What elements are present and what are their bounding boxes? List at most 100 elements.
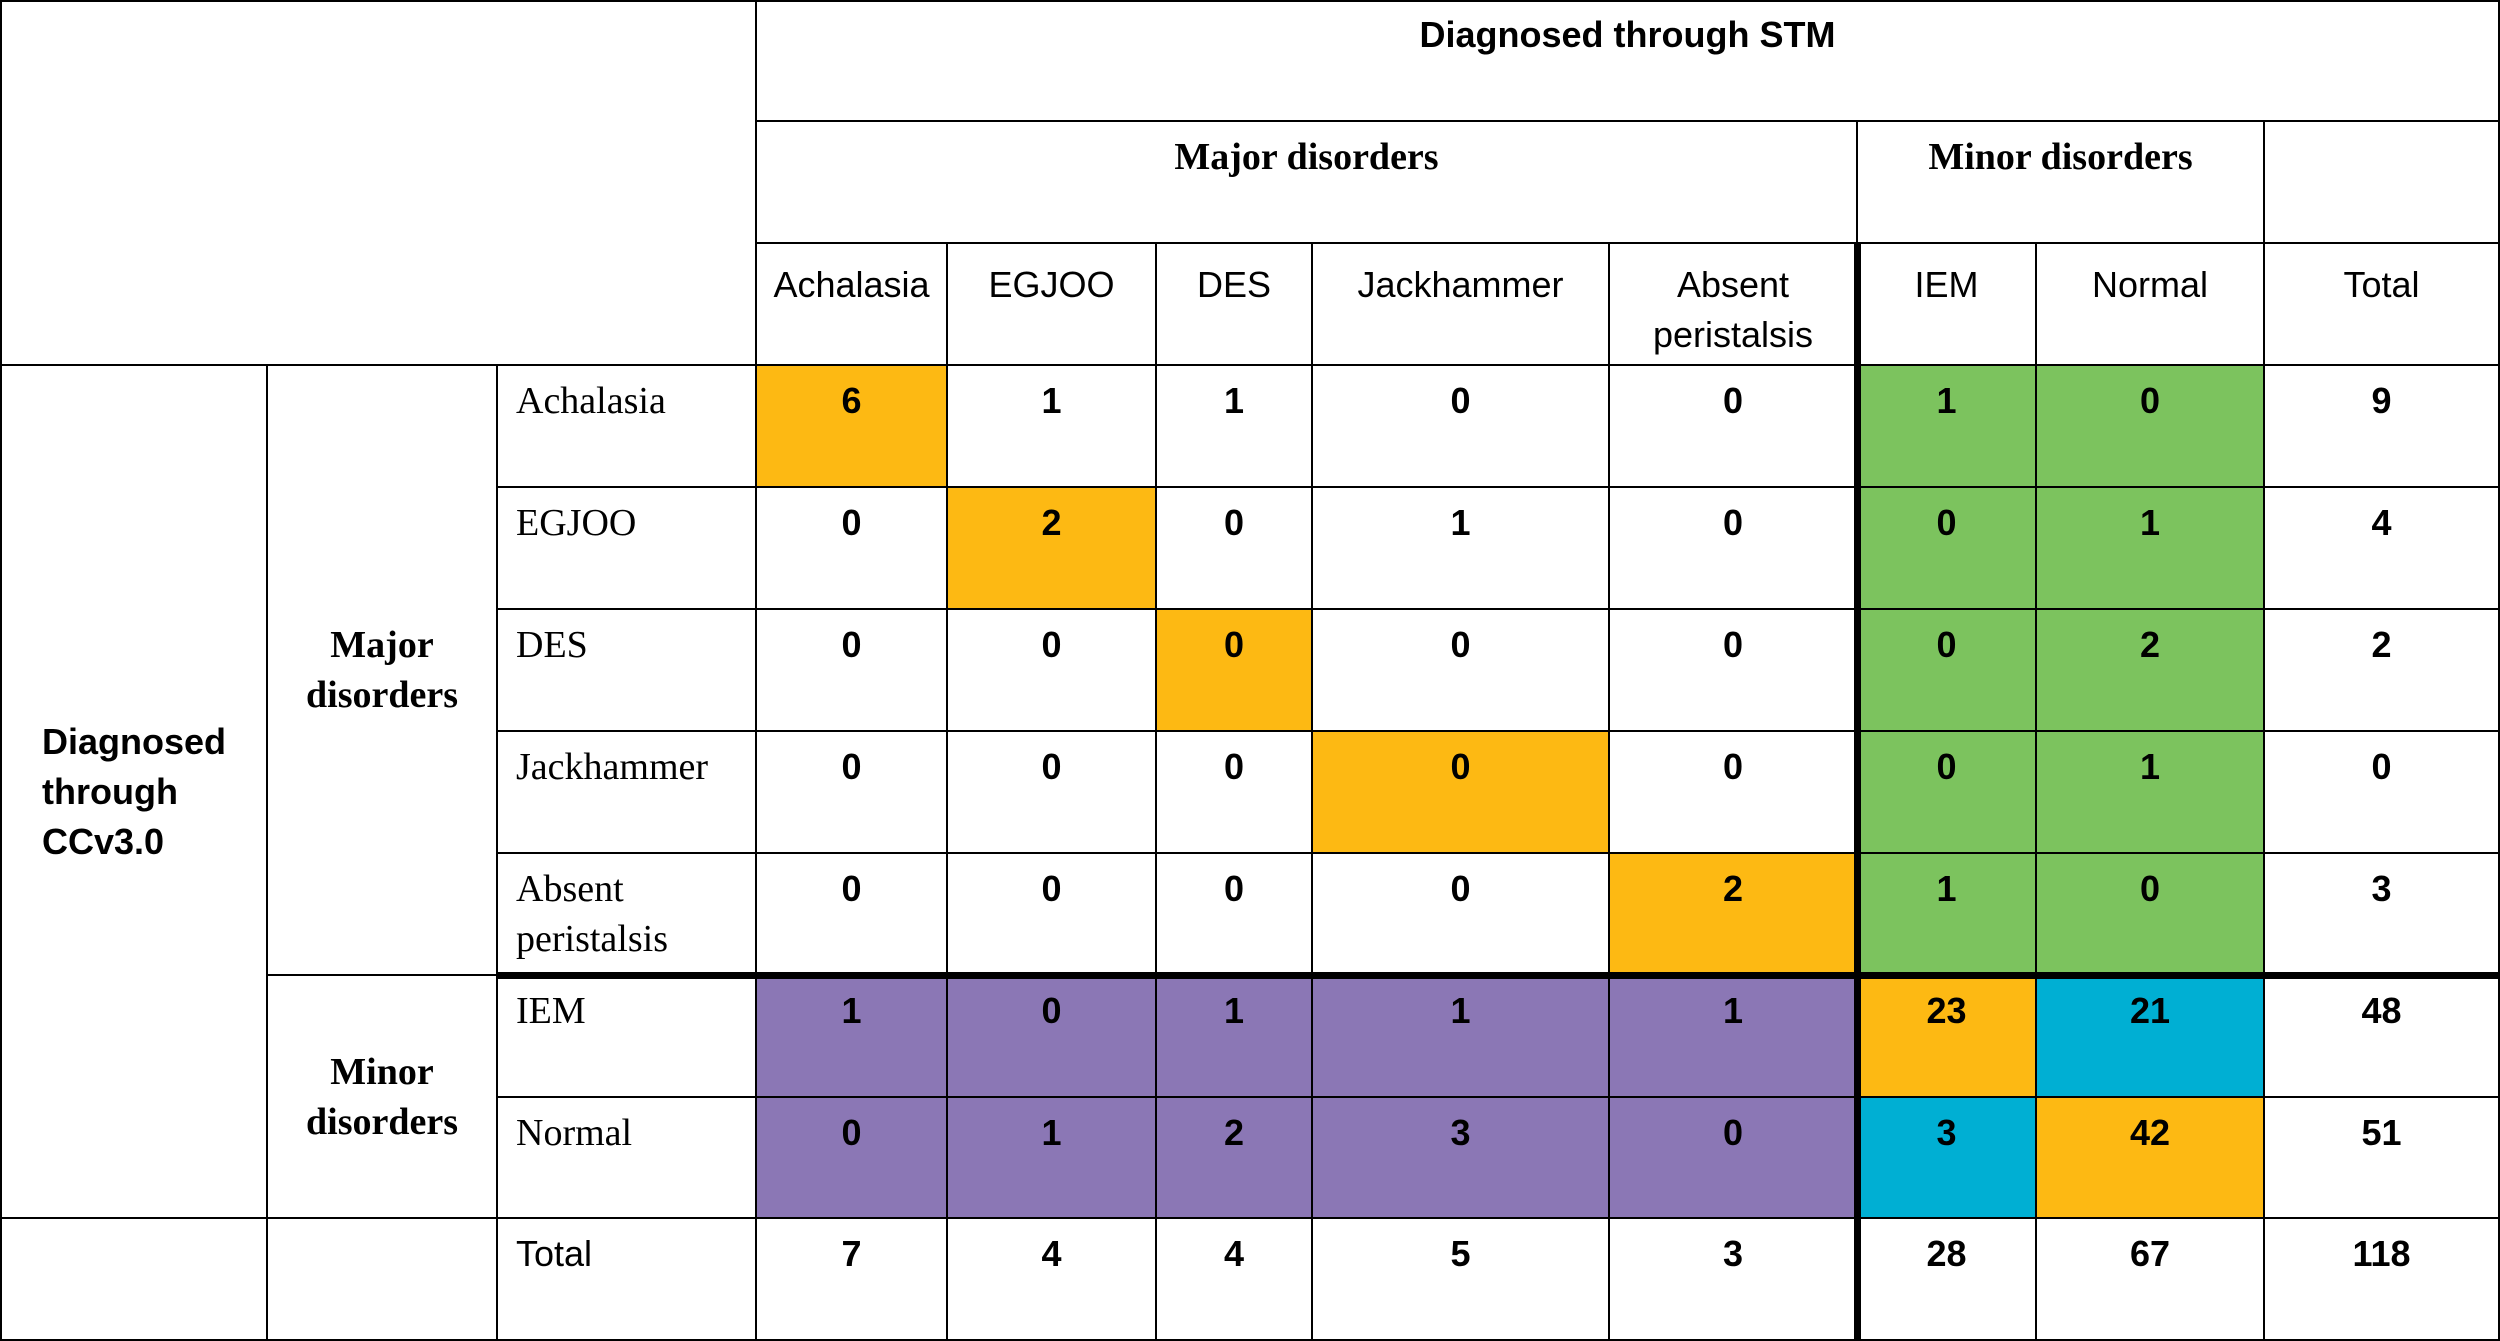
- data-cell-r5-c0-text: 1: [841, 990, 862, 1031]
- data-cell-r7-c1-text: 4: [1041, 1233, 1062, 1274]
- data-cell-r2-c2: 0: [1157, 610, 1313, 732]
- data-cell-r1-c2: 0: [1157, 488, 1313, 610]
- col-header-3-text: Jackhammer: [1357, 264, 1564, 305]
- data-cell-r7-c7-text: 118: [2352, 1233, 2411, 1274]
- data-cell-r1-c7-text: 4: [2371, 502, 2392, 543]
- col-header-1-text: EGJOO: [988, 264, 1115, 305]
- total-group-header-empty: [2265, 122, 2500, 244]
- data-cell-r5-c1-text: 0: [1041, 990, 1062, 1031]
- data-cell-r3-c2-text: 0: [1223, 746, 1245, 787]
- row-header-3: Jackhammer: [498, 732, 757, 854]
- side-major-group-text: Major disorders: [306, 624, 458, 716]
- bottom-left-empty: [0, 1219, 268, 1341]
- data-cell-r5-c5: 23: [1858, 976, 2037, 1098]
- data-cell-r6-c3: 3: [1313, 1098, 1610, 1219]
- data-cell-r3-c3: 0: [1313, 732, 1610, 854]
- data-cell-r6-c7-text: 51: [2361, 1112, 2402, 1153]
- row-header-6: Normal: [498, 1098, 757, 1219]
- data-cell-r2-c4-text: 0: [1722, 624, 1744, 665]
- col-header-0-text: Achalasia: [773, 264, 930, 305]
- data-cell-r6-c4: 0: [1610, 1098, 1858, 1219]
- data-cell-r6-c0: 0: [757, 1098, 948, 1219]
- major-minor-column-divider: [1854, 244, 1861, 1341]
- data-cell-r3-c4: 0: [1610, 732, 1858, 854]
- data-cell-r0-c7: 9: [2265, 366, 2500, 488]
- data-cell-r4-c2: 0: [1157, 854, 1313, 976]
- major-group-header-text: Major disorders: [1174, 136, 1439, 178]
- data-cell-r2-c5: 0: [1858, 610, 2037, 732]
- data-cell-r1-c4-text: 0: [1722, 502, 1744, 543]
- col-header-2-text: DES: [1196, 264, 1272, 305]
- data-cell-r7-c6: 67: [2037, 1219, 2265, 1341]
- data-cell-r1-c0-text: 0: [841, 502, 862, 543]
- col-header-7: Total: [2265, 244, 2500, 366]
- data-cell-r1-c3: 1: [1313, 488, 1610, 610]
- data-cell-r5-c4-text: 1: [1722, 990, 1744, 1031]
- data-cell-r7-c5-text: 28: [1926, 1233, 1967, 1274]
- data-cell-r2-c0-text: 0: [841, 624, 862, 665]
- data-cell-r4-c3-text: 0: [1450, 868, 1471, 909]
- side-major-group: Major disorders: [268, 366, 498, 976]
- data-cell-r5-c1: 0: [948, 976, 1157, 1098]
- data-cell-r5-c3: 1: [1313, 976, 1610, 1098]
- data-cell-r1-c1-text: 2: [1041, 502, 1062, 543]
- data-cell-r5-c2: 1: [1157, 976, 1313, 1098]
- bottom-mid-empty: [268, 1219, 498, 1341]
- data-cell-r5-c2-text: 1: [1223, 990, 1245, 1031]
- data-cell-r7-c7: 118: [2265, 1219, 2500, 1341]
- data-cell-r3-c2: 0: [1157, 732, 1313, 854]
- data-cell-r3-c1: 0: [948, 732, 1157, 854]
- data-cell-r4-c6: 0: [2037, 854, 2265, 976]
- data-cell-r3-c4-text: 0: [1722, 746, 1744, 787]
- data-cell-r2-c0: 0: [757, 610, 948, 732]
- data-cell-r6-c1-text: 1: [1041, 1112, 1062, 1153]
- data-cell-r5-c7-text: 48: [2361, 990, 2402, 1031]
- data-cell-r4-c7-text: 3: [2371, 868, 2392, 909]
- data-cell-r6-c5-text: 3: [1936, 1112, 1957, 1153]
- data-cell-r0-c1-text: 1: [1041, 380, 1062, 421]
- data-cell-r2-c1: 0: [948, 610, 1157, 732]
- row-header-4-text: Absent peristalsis: [516, 868, 668, 960]
- ccv-title-text: Diagnosed through CCv3.0: [42, 720, 227, 862]
- col-header-7-text: Total: [2343, 264, 2420, 305]
- data-cell-r6-c5: 3: [1858, 1098, 2037, 1219]
- data-cell-r1-c6-text: 1: [2139, 502, 2161, 543]
- data-cell-r2-c1-text: 0: [1041, 624, 1062, 665]
- data-cell-r1-c6: 1: [2037, 488, 2265, 610]
- data-cell-r2-c3: 0: [1313, 610, 1610, 732]
- data-cell-r2-c6-text: 2: [2139, 624, 2161, 665]
- row-header-0: Achalasia: [498, 366, 757, 488]
- side-minor-group: Minor disorders: [268, 976, 498, 1219]
- data-cell-r5-c7: 48: [2265, 976, 2500, 1098]
- row-header-7: Total: [498, 1219, 757, 1341]
- data-cell-r0-c4-text: 0: [1722, 380, 1744, 421]
- data-cell-r6-c0-text: 0: [841, 1112, 862, 1153]
- data-cell-r0-c3: 0: [1313, 366, 1610, 488]
- data-cell-r4-c3: 0: [1313, 854, 1610, 976]
- col-header-4-text: Absent peristalsis: [1652, 264, 1814, 355]
- data-cell-r3-c7: 0: [2265, 732, 2500, 854]
- data-cell-r7-c0-text: 7: [841, 1233, 862, 1274]
- data-cell-r4-c1: 0: [948, 854, 1157, 976]
- data-cell-r7-c3-text: 5: [1450, 1233, 1471, 1274]
- data-cell-r3-c6: 1: [2037, 732, 2265, 854]
- data-cell-r3-c5-text: 0: [1936, 746, 1957, 787]
- data-cell-r0-c3-text: 0: [1450, 380, 1471, 421]
- data-cell-r4-c7: 3: [2265, 854, 2500, 976]
- data-cell-r4-c0-text: 0: [841, 868, 862, 909]
- data-cell-r4-c4-text: 2: [1722, 868, 1744, 909]
- data-cell-r3-c5: 0: [1858, 732, 2037, 854]
- data-cell-r7-c5: 28: [1858, 1219, 2037, 1341]
- col-header-6-text: Normal: [2091, 264, 2208, 305]
- data-cell-r5-c6-text: 21: [2129, 990, 2171, 1031]
- data-cell-r0-c4: 0: [1610, 366, 1858, 488]
- data-cell-r0-c0-text: 6: [841, 380, 862, 421]
- data-cell-r1-c3-text: 1: [1450, 502, 1471, 543]
- data-cell-r1-c1: 2: [948, 488, 1157, 610]
- data-cell-r7-c6-text: 67: [2129, 1233, 2171, 1274]
- row-header-1: EGJOO: [498, 488, 757, 610]
- data-cell-r3-c0-text: 0: [841, 746, 862, 787]
- col-header-1: EGJOO: [948, 244, 1157, 366]
- data-cell-r3-c7-text: 0: [2371, 746, 2392, 787]
- data-cell-r6-c7: 51: [2265, 1098, 2500, 1219]
